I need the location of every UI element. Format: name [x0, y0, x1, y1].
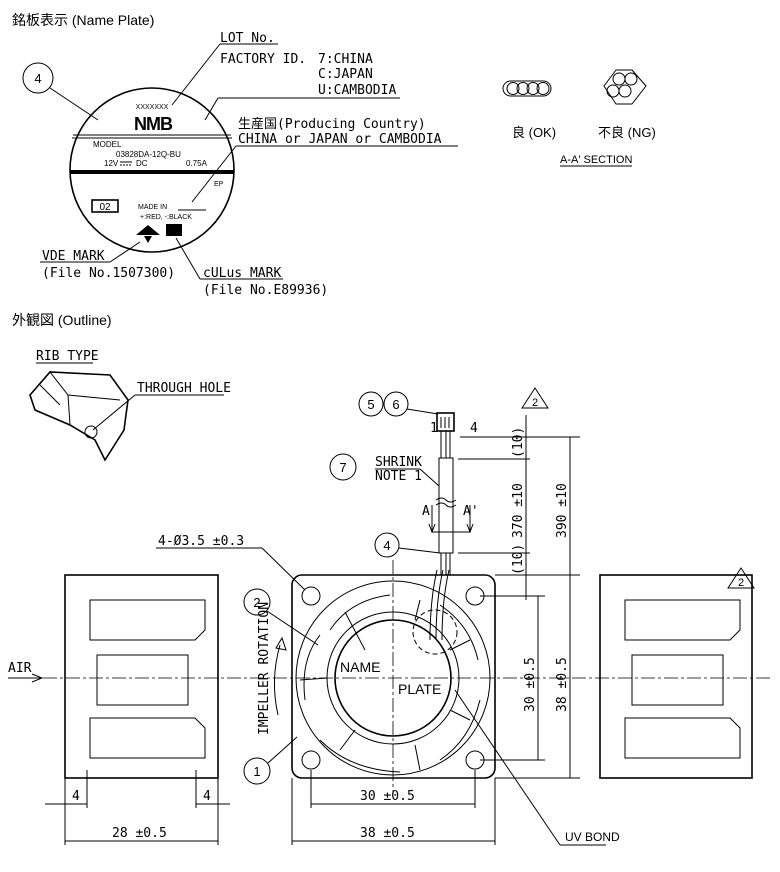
- svg-text:4: 4: [34, 71, 41, 86]
- svg-text:IMPELLER ROTATION: IMPELLER ROTATION: [257, 602, 272, 735]
- air-arrow-icon: [8, 673, 44, 683]
- svg-text:4: 4: [72, 789, 80, 804]
- svg-text:LOT No.: LOT No.: [220, 31, 275, 46]
- culus-mark-icon: [166, 224, 182, 236]
- svg-text:+:RED, -:BLACK: +:RED, -:BLACK: [140, 214, 192, 221]
- side-view-left: [64, 574, 219, 779]
- svg-text:38 ±0.5: 38 ±0.5: [555, 657, 570, 712]
- rotation-arrow-icon: [273, 636, 287, 716]
- svg-text:CHINA or JAPAN or CAMBODIA: CHINA or JAPAN or CAMBODIA: [238, 132, 442, 147]
- svg-text:VDE MARK: VDE MARK: [42, 249, 105, 264]
- svg-text:MODEL: MODEL: [93, 140, 122, 149]
- svg-text:FACTORY ID.: FACTORY ID.: [220, 52, 306, 67]
- svg-text:1: 1: [430, 421, 438, 436]
- svg-text:外観図 (Outline): 外観図 (Outline): [12, 312, 112, 328]
- fan-front-view: [291, 569, 496, 779]
- revision-mark-2: 2: [727, 567, 755, 589]
- svg-text:38 ±0.5: 38 ±0.5: [360, 826, 415, 841]
- ng-cable-section: [603, 69, 647, 105]
- svg-text:AIR: AIR: [8, 661, 32, 676]
- svg-text:UV BOND: UV BOND: [565, 830, 620, 844]
- svg-text:2: 2: [738, 577, 744, 589]
- svg-text:4: 4: [203, 789, 211, 804]
- svg-text:EP: EP: [214, 181, 224, 188]
- svg-text:4-Ø3.5 ±0.3: 4-Ø3.5 ±0.3: [158, 534, 244, 549]
- svg-text:2: 2: [253, 595, 260, 610]
- svg-text:NAME: NAME: [340, 659, 380, 675]
- side-view-right: [599, 574, 753, 779]
- svg-text:2: 2: [532, 397, 538, 409]
- svg-text:7: 7: [339, 460, 346, 475]
- svg-text:1: 1: [253, 764, 260, 779]
- svg-text:A-A' SECTION: A-A' SECTION: [560, 154, 632, 166]
- balloon-2: 2: [243, 588, 271, 616]
- svg-text:DC: DC: [136, 159, 148, 168]
- svg-text:03828DA-12Q-BU: 03828DA-12Q-BU: [116, 150, 181, 159]
- cable: [435, 412, 457, 575]
- svg-text:6: 6: [392, 397, 399, 412]
- svg-text:U:CAMBODIA: U:CAMBODIA: [318, 83, 396, 98]
- svg-text:02: 02: [99, 202, 111, 213]
- svg-text:PLATE: PLATE: [398, 681, 441, 697]
- svg-text:SHRINK: SHRINK: [375, 455, 422, 470]
- svg-text:(10): (10): [511, 427, 526, 458]
- nameplate-title: 銘板表示 (Name Plate): [12, 12, 154, 28]
- svg-text:NOTE 1: NOTE 1: [375, 469, 422, 484]
- balloon-4-outline: 4: [374, 532, 400, 558]
- svg-text:MADE IN: MADE IN: [138, 204, 167, 211]
- svg-text:28 ±0.5: 28 ±0.5: [112, 826, 167, 841]
- nameplate-disc: XXXXXXX NMB MODEL 03828DA-12Q-BU 12V DC …: [69, 87, 235, 253]
- svg-text:生産国(Producing Country): 生産国(Producing Country): [238, 116, 426, 132]
- svg-text:A': A': [463, 504, 479, 519]
- svg-text:4: 4: [383, 538, 390, 553]
- vde-mark-icon: [136, 225, 160, 243]
- balloon-4: [22, 62, 54, 94]
- ok-cable-section: [502, 80, 552, 97]
- svg-text:(File No.E89936): (File No.E89936): [203, 283, 328, 298]
- svg-text:390 ±10: 390 ±10: [555, 483, 570, 538]
- svg-text:12V: 12V: [104, 159, 119, 168]
- svg-text:4: 4: [470, 421, 478, 436]
- svg-text:(10): (10): [511, 544, 526, 575]
- balloon-6: 6: [383, 391, 409, 417]
- balloon-5: 5: [358, 391, 384, 417]
- svg-text:30 ±0.5: 30 ±0.5: [360, 789, 415, 804]
- svg-text:C:JAPAN: C:JAPAN: [318, 67, 373, 82]
- svg-text:30 ±0.5: 30 ±0.5: [523, 657, 538, 712]
- svg-text:0.75A: 0.75A: [186, 159, 208, 168]
- svg-text:7:CHINA: 7:CHINA: [318, 52, 373, 67]
- svg-text:A: A: [422, 504, 430, 519]
- balloon-1: 1: [243, 757, 271, 785]
- revision-mark-1: 2: [521, 387, 549, 409]
- svg-text:良 (OK): 良 (OK): [512, 125, 556, 140]
- rib-type-illustration: [29, 371, 129, 462]
- svg-text:不良 (NG): 不良 (NG): [598, 125, 656, 140]
- svg-text:cULus MARK: cULus MARK: [203, 266, 281, 281]
- nmb-logo: NMB: [134, 114, 173, 134]
- svg-text:(File No.1507300): (File No.1507300): [42, 266, 175, 281]
- svg-text:370 ±10: 370 ±10: [511, 483, 526, 538]
- svg-text:THROUGH HOLE: THROUGH HOLE: [137, 381, 231, 396]
- svg-text:5: 5: [367, 397, 374, 412]
- svg-text:RIB TYPE: RIB TYPE: [36, 349, 99, 364]
- svg-text:XXXXXXX: XXXXXXX: [136, 104, 169, 111]
- balloon-7: 7: [329, 453, 357, 481]
